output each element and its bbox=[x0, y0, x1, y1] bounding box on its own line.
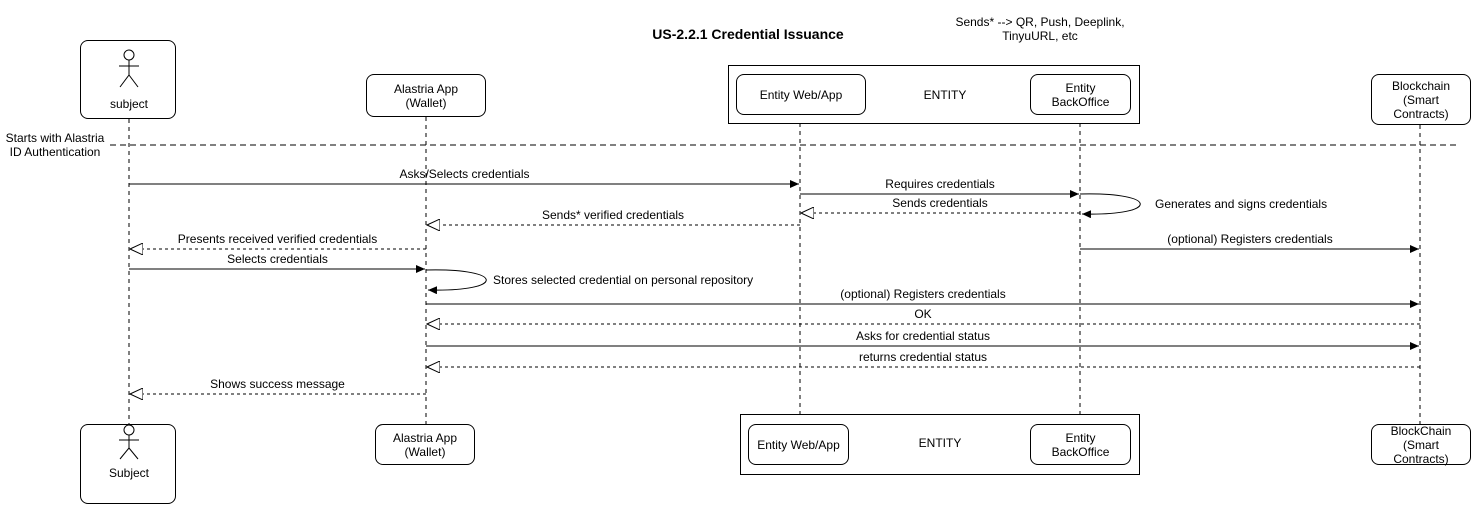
participant-label: Entity Web/App bbox=[757, 437, 840, 452]
participant-entity-web-top: Entity Web/App bbox=[736, 74, 866, 115]
message-label: Shows success message bbox=[210, 377, 345, 391]
message-label: Stores selected credential on personal r… bbox=[493, 273, 754, 287]
message-label: Generates and signs credentials bbox=[1155, 197, 1328, 211]
participant-label: Entity BackOffice bbox=[1051, 80, 1110, 109]
participant-entity-backoffice-top: Entity BackOffice bbox=[1030, 74, 1131, 115]
participant-label: subject bbox=[109, 97, 149, 111]
participant-label: Subject bbox=[108, 466, 150, 480]
participant-label: Alastria App (Wallet) bbox=[392, 430, 458, 459]
message-label: (optional) Registers credentials bbox=[1167, 232, 1333, 246]
message-label: Requires credentials bbox=[885, 177, 995, 191]
participant-label: Entity BackOffice bbox=[1051, 430, 1110, 459]
message-label: Sends* verified credentials bbox=[541, 208, 685, 222]
diagram-title: US-2.2.1 Credential Issuance bbox=[652, 26, 844, 42]
participant-label: BlockChain (Smart Contracts) bbox=[1390, 423, 1452, 466]
participant-subject-bottom: Subject bbox=[80, 424, 176, 504]
participant-wallet-bottom: Alastria App (Wallet) bbox=[375, 424, 475, 465]
message-label: (optional) Registers credentials bbox=[840, 287, 1006, 301]
participant-label: Alastria App (Wallet) bbox=[393, 81, 459, 110]
sends-note: Sends* --> QR, Push, Deeplink, TinyuURL,… bbox=[955, 15, 1125, 43]
message-label: Presents received verified credentials bbox=[177, 232, 378, 246]
message-label: Asks/Selects credentials bbox=[399, 167, 530, 181]
message-label: returns credential status bbox=[858, 350, 988, 364]
start-note: Starts with Alastria ID Authentication bbox=[5, 131, 105, 159]
participant-subject-top: subject bbox=[80, 40, 176, 119]
participant-entity-web-bottom: Entity Web/App bbox=[748, 424, 849, 465]
message-label: Asks for credential status bbox=[855, 329, 991, 343]
actor-icon bbox=[119, 424, 139, 460]
message-label: Selects credentials bbox=[227, 252, 328, 266]
self-message-arrow bbox=[1079, 193, 1141, 219]
participant-wallet-top: Alastria App (Wallet) bbox=[366, 74, 486, 117]
entity-group-label: ENTITY bbox=[918, 436, 962, 450]
participant-blockchain-top: Blockchain (Smart Contracts) bbox=[1371, 74, 1471, 125]
participant-label: Blockchain (Smart Contracts) bbox=[1391, 78, 1451, 121]
participant-blockchain-bottom: BlockChain (Smart Contracts) bbox=[1371, 423, 1471, 466]
actor-icon bbox=[119, 49, 139, 88]
self-message-arrow bbox=[425, 269, 487, 295]
participant-entity-backoffice-bottom: Entity BackOffice bbox=[1030, 424, 1131, 465]
entity-group-label: ENTITY bbox=[923, 88, 967, 102]
message-label: Sends credentials bbox=[892, 196, 988, 210]
message-label: OK bbox=[914, 307, 932, 321]
participant-label: Entity Web/App bbox=[759, 87, 843, 102]
